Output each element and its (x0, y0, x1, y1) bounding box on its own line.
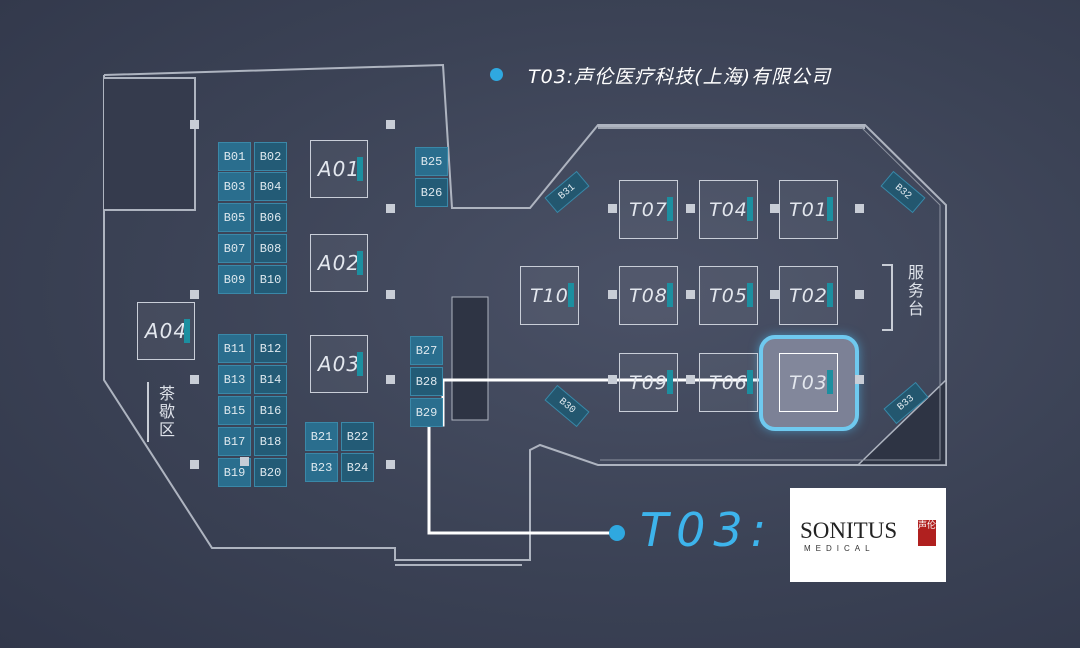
callout-booth-label: T03: (640, 503, 775, 557)
booth-a01[interactable]: A01 (310, 140, 368, 198)
booth-a04[interactable]: A04 (137, 302, 195, 360)
pillar (240, 457, 249, 466)
pillar (608, 375, 617, 384)
legend-dot (490, 68, 503, 81)
pillar (608, 204, 617, 213)
tea-area-label: 茶歇区 (158, 384, 175, 439)
booth-b23[interactable]: B23 (305, 453, 338, 482)
pillar (190, 375, 199, 384)
booth-a02[interactable]: A02 (310, 234, 368, 292)
pillar (190, 120, 199, 129)
pillar (686, 375, 695, 384)
booth-t02[interactable]: T02 (779, 266, 838, 325)
booth-a03[interactable]: A03 (310, 335, 368, 393)
booth-b01[interactable]: B01 (218, 142, 251, 171)
booth-b13[interactable]: B13 (218, 365, 251, 394)
booth-b15[interactable]: B15 (218, 396, 251, 425)
highlighted-booth-frame (759, 335, 859, 431)
pillar (770, 204, 779, 213)
booth-b20[interactable]: B20 (254, 458, 287, 487)
pillar (855, 375, 864, 384)
logo-mark-icon: 声伦 (918, 520, 936, 546)
booth-b17[interactable]: B17 (218, 427, 251, 456)
booth-b05[interactable]: B05 (218, 203, 251, 232)
pillar (386, 290, 395, 299)
booth-b04[interactable]: B04 (254, 172, 287, 201)
legend-text: T03:声伦医疗科技(上海)有限公司 (528, 66, 832, 88)
booth-b25[interactable]: B25 (415, 147, 448, 176)
booth-t04[interactable]: T04 (699, 180, 758, 239)
booth-t08[interactable]: T08 (619, 266, 678, 325)
booth-b24[interactable]: B24 (341, 453, 374, 482)
booth-b02[interactable]: B02 (254, 142, 287, 171)
logo-name: SONITUS (800, 518, 898, 543)
pillar (386, 204, 395, 213)
pillar (855, 290, 864, 299)
booth-t10[interactable]: T10 (520, 266, 579, 325)
booth-b27[interactable]: B27 (410, 336, 443, 365)
booth-b10[interactable]: B10 (254, 265, 287, 294)
pillar (686, 290, 695, 299)
booth-b22[interactable]: B22 (341, 422, 374, 451)
pillar (686, 204, 695, 213)
booth-t06[interactable]: T06 (699, 353, 758, 412)
pillar (855, 204, 864, 213)
booth-b12[interactable]: B12 (254, 334, 287, 363)
pillar (608, 290, 617, 299)
pillar (386, 120, 395, 129)
pillar (190, 290, 199, 299)
booth-b28[interactable]: B28 (410, 367, 443, 396)
booth-b14[interactable]: B14 (254, 365, 287, 394)
booth-t01[interactable]: T01 (779, 180, 838, 239)
booth-b26[interactable]: B26 (415, 178, 448, 207)
pillar (190, 460, 199, 469)
booth-b18[interactable]: B18 (254, 427, 287, 456)
booth-b16[interactable]: B16 (254, 396, 287, 425)
pillar (770, 290, 779, 299)
booth-b21[interactable]: B21 (305, 422, 338, 451)
booth-t05[interactable]: T05 (699, 266, 758, 325)
booth-t09[interactable]: T09 (619, 353, 678, 412)
pillar (386, 460, 395, 469)
booth-b07[interactable]: B07 (218, 234, 251, 263)
service-desk-label: 服务台 (907, 263, 924, 318)
booth-t07[interactable]: T07 (619, 180, 678, 239)
booth-b03[interactable]: B03 (218, 172, 251, 201)
pillar (386, 375, 395, 384)
booth-b11[interactable]: B11 (218, 334, 251, 363)
logo-sub: MEDICAL (804, 544, 875, 553)
route-end-dot (609, 525, 625, 541)
booth-b08[interactable]: B08 (254, 234, 287, 263)
booth-b29[interactable]: B29 (410, 398, 443, 427)
booth-b06[interactable]: B06 (254, 203, 287, 232)
company-logo: SONITUS MEDICAL 声伦 (790, 488, 946, 582)
booth-t03[interactable]: T03 (779, 353, 838, 412)
booth-b09[interactable]: B09 (218, 265, 251, 294)
